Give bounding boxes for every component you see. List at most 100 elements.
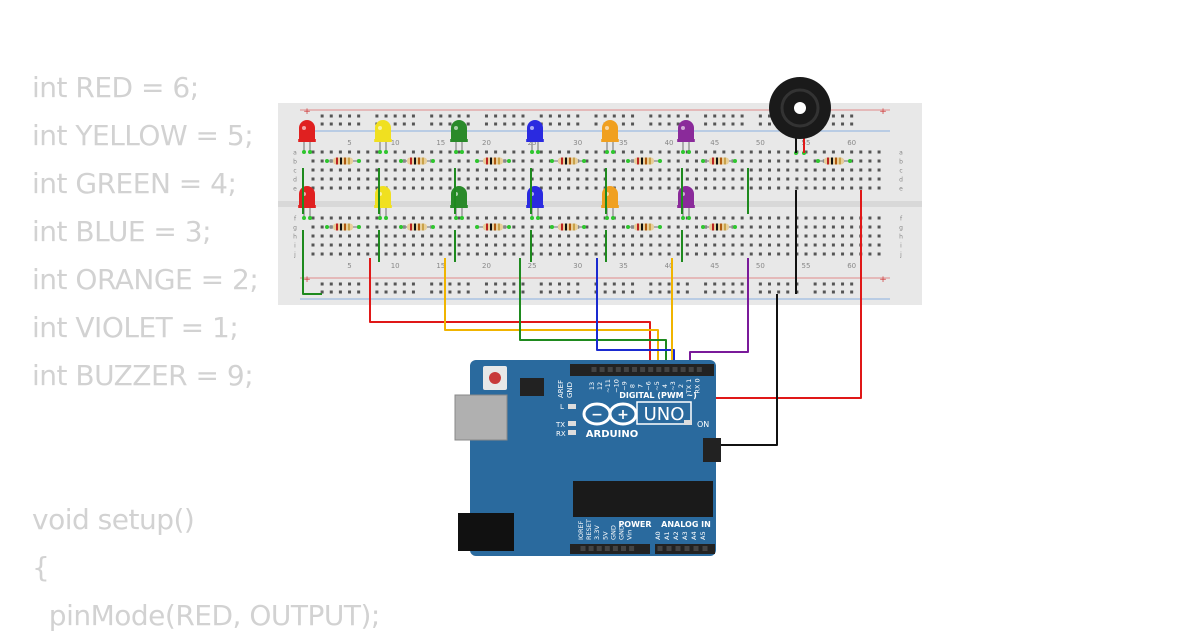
terminal-hole bbox=[777, 252, 781, 256]
terminal-hole bbox=[594, 234, 598, 238]
rail-hole bbox=[393, 114, 397, 118]
header-pin bbox=[680, 367, 686, 372]
wire-green bbox=[519, 258, 667, 368]
terminal-hole bbox=[813, 186, 817, 190]
terminal-hole bbox=[585, 252, 589, 256]
terminal-hole bbox=[859, 150, 863, 154]
terminal-hole bbox=[804, 150, 808, 154]
connection-dot bbox=[733, 225, 737, 229]
header-pin bbox=[623, 367, 629, 372]
rail-hole bbox=[320, 114, 324, 118]
connection-dot bbox=[384, 216, 388, 220]
terminal-hole bbox=[804, 186, 808, 190]
row-letter: c bbox=[293, 168, 296, 175]
terminal-hole bbox=[831, 243, 835, 247]
terminal-hole bbox=[850, 225, 854, 229]
code-line: { bbox=[32, 551, 50, 584]
terminal-hole bbox=[594, 225, 598, 229]
resistor-band bbox=[486, 223, 488, 231]
resistor-band bbox=[414, 223, 416, 231]
rail-hole bbox=[567, 290, 571, 294]
terminal-hole bbox=[667, 225, 671, 229]
terminal-hole bbox=[521, 150, 525, 154]
terminal-hole bbox=[466, 225, 470, 229]
code-line: int GREEN = 4; bbox=[32, 167, 237, 200]
terminal-hole bbox=[749, 252, 753, 256]
terminal-hole bbox=[484, 186, 488, 190]
connection-dot bbox=[460, 216, 464, 220]
terminal-hole bbox=[667, 177, 671, 181]
led-rim bbox=[526, 205, 544, 208]
terminal-hole bbox=[704, 234, 708, 238]
led-rim bbox=[601, 205, 619, 208]
terminal-hole bbox=[421, 243, 425, 247]
center-channel bbox=[278, 201, 922, 207]
rail-hole bbox=[786, 282, 790, 286]
terminal-hole bbox=[859, 159, 863, 163]
rail-hole bbox=[722, 114, 726, 118]
code-line: int RED = 6; bbox=[32, 71, 199, 104]
terminal-hole bbox=[311, 243, 315, 247]
terminal-hole bbox=[768, 225, 771, 229]
rail-hole bbox=[603, 290, 607, 294]
row-letter: a bbox=[899, 150, 903, 157]
terminal-hole bbox=[338, 243, 342, 247]
rail-hole bbox=[676, 122, 680, 126]
terminal-hole bbox=[804, 243, 808, 247]
code-line: int YELLOW = 5; bbox=[32, 119, 254, 152]
terminal-hole bbox=[786, 225, 790, 229]
terminal-hole bbox=[713, 234, 717, 238]
terminal-hole bbox=[539, 150, 543, 154]
rail-hole bbox=[722, 122, 726, 126]
terminal-hole bbox=[530, 243, 534, 247]
resistor-band bbox=[649, 157, 651, 165]
led-body bbox=[602, 120, 618, 142]
terminal-hole bbox=[320, 150, 324, 154]
led-body bbox=[375, 120, 391, 142]
terminal-hole bbox=[768, 186, 771, 190]
terminal-hole bbox=[311, 252, 315, 256]
rail-hole bbox=[548, 290, 552, 294]
analog-pin-label: A4 bbox=[690, 531, 698, 540]
resistor-band bbox=[649, 223, 651, 231]
terminal-hole bbox=[877, 159, 881, 163]
column-number: 15 bbox=[436, 262, 445, 270]
rail-hole bbox=[329, 122, 333, 126]
terminal-hole bbox=[503, 234, 507, 238]
terminal-hole bbox=[448, 216, 452, 220]
resistor-band bbox=[336, 223, 338, 231]
digital-pin-label: 2 bbox=[677, 384, 685, 388]
resistor-band bbox=[494, 157, 496, 165]
terminal-hole bbox=[567, 243, 571, 247]
terminal-hole bbox=[777, 186, 781, 190]
header-pin bbox=[693, 546, 699, 551]
terminal-hole bbox=[831, 168, 835, 172]
header-pin bbox=[615, 367, 621, 372]
analog-pin-label: A1 bbox=[663, 531, 671, 540]
terminal-hole bbox=[658, 252, 662, 256]
rail-hole bbox=[731, 122, 735, 126]
terminal-hole bbox=[548, 168, 552, 172]
terminal-hole bbox=[813, 243, 817, 247]
resistor-band bbox=[637, 157, 639, 165]
header-pin bbox=[607, 367, 613, 372]
resistor-band bbox=[498, 223, 500, 231]
connection-dot bbox=[460, 150, 464, 154]
terminal-hole bbox=[612, 234, 616, 238]
rail-hole bbox=[393, 290, 397, 294]
rail-hole bbox=[539, 114, 543, 118]
led-body bbox=[527, 120, 543, 142]
terminal-hole bbox=[503, 186, 507, 190]
terminal-hole bbox=[439, 186, 443, 190]
terminal-hole bbox=[676, 243, 680, 247]
row-letter: d bbox=[293, 177, 297, 184]
terminal-hole bbox=[320, 186, 324, 190]
terminal-hole bbox=[868, 168, 872, 172]
terminal-hole bbox=[713, 150, 717, 154]
connection-dot bbox=[325, 225, 329, 229]
rail-hole bbox=[320, 122, 324, 126]
terminal-hole bbox=[813, 177, 817, 181]
rail-hole bbox=[594, 114, 598, 118]
terminal-hole bbox=[512, 234, 516, 238]
terminal-hole bbox=[512, 159, 516, 163]
